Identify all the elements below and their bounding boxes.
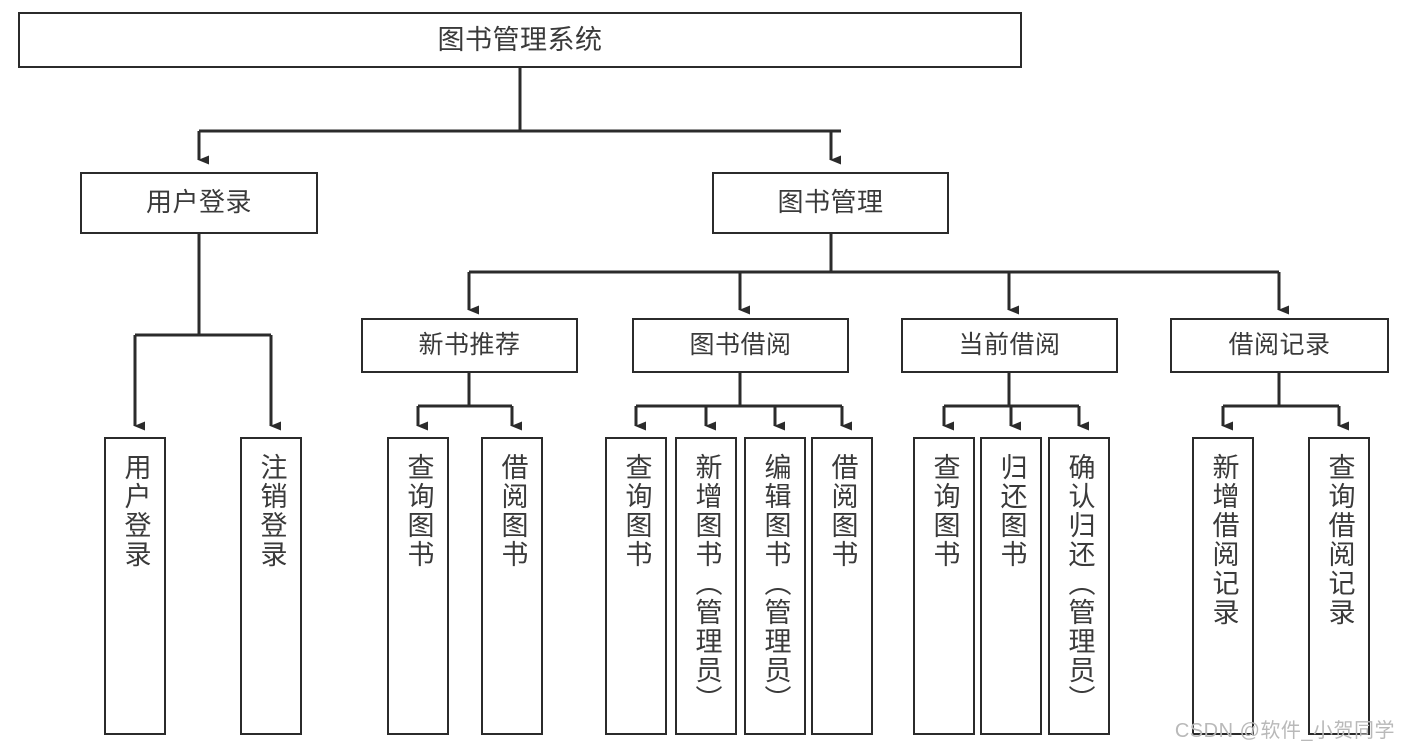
node-label: 新增借阅记录 [1208, 453, 1239, 627]
node-user-login[interactable]: 用户登录 [80, 172, 318, 234]
node-leaf-query-borrow-record[interactable]: 查询借阅记录 [1308, 437, 1370, 735]
node-label: 借阅图书 [827, 453, 858, 569]
node-leaf-borrow-book[interactable]: 借阅图书 [811, 437, 873, 735]
node-label: 查询借阅记录 [1324, 453, 1355, 627]
node-leaf-user-login[interactable]: 用户登录 [104, 437, 166, 735]
node-current-borrow[interactable]: 当前借阅 [901, 318, 1118, 373]
node-leaf-query-book-current[interactable]: 查询图书 [913, 437, 975, 735]
node-leaf-return-book[interactable]: 归还图书 [980, 437, 1042, 735]
node-label: 当前借阅 [958, 331, 1061, 360]
node-new-book-recommendation[interactable]: 新书推荐 [361, 318, 578, 373]
node-leaf-borrow-book-recommend[interactable]: 借阅图书 [481, 437, 543, 735]
node-label: 新书推荐 [418, 331, 521, 360]
node-root-book-management-system[interactable]: 图书管理系统 [18, 12, 1022, 68]
node-label: 借阅记录 [1228, 331, 1331, 360]
node-leaf-query-book-recommend[interactable]: 查询图书 [387, 437, 449, 735]
node-label: 图书管理系统 [437, 24, 603, 55]
node-label: 编辑图书（管理员） [760, 453, 791, 714]
node-leaf-add-book-admin[interactable]: 新增图书（管理员） [675, 437, 737, 735]
node-leaf-confirm-return-admin[interactable]: 确认归还（管理员） [1048, 437, 1110, 735]
node-label: 查询图书 [929, 453, 960, 569]
node-leaf-edit-book-admin[interactable]: 编辑图书（管理员） [744, 437, 806, 735]
node-leaf-add-borrow-record[interactable]: 新增借阅记录 [1192, 437, 1254, 735]
csdn-watermark: CSDN @软件_小贺同学 [1174, 720, 1395, 742]
node-label: 用户登录 [145, 187, 252, 218]
node-label: 查询图书 [403, 453, 434, 569]
node-book-borrow[interactable]: 图书借阅 [632, 318, 849, 373]
node-label: 图书管理 [777, 187, 884, 218]
node-label: 用户登录 [120, 453, 151, 569]
node-label: 注销登录 [256, 453, 287, 569]
node-label: 图书借阅 [689, 331, 792, 360]
node-borrow-record[interactable]: 借阅记录 [1170, 318, 1389, 373]
node-leaf-query-book-borrow[interactable]: 查询图书 [605, 437, 667, 735]
node-book-management[interactable]: 图书管理 [712, 172, 949, 234]
node-label: 确认归还（管理员） [1064, 453, 1095, 714]
node-leaf-user-logout[interactable]: 注销登录 [240, 437, 302, 735]
node-label: 归还图书 [996, 453, 1027, 569]
node-label: 新增图书（管理员） [691, 453, 722, 714]
node-label: 查询图书 [621, 453, 652, 569]
node-label: 借阅图书 [497, 453, 528, 569]
